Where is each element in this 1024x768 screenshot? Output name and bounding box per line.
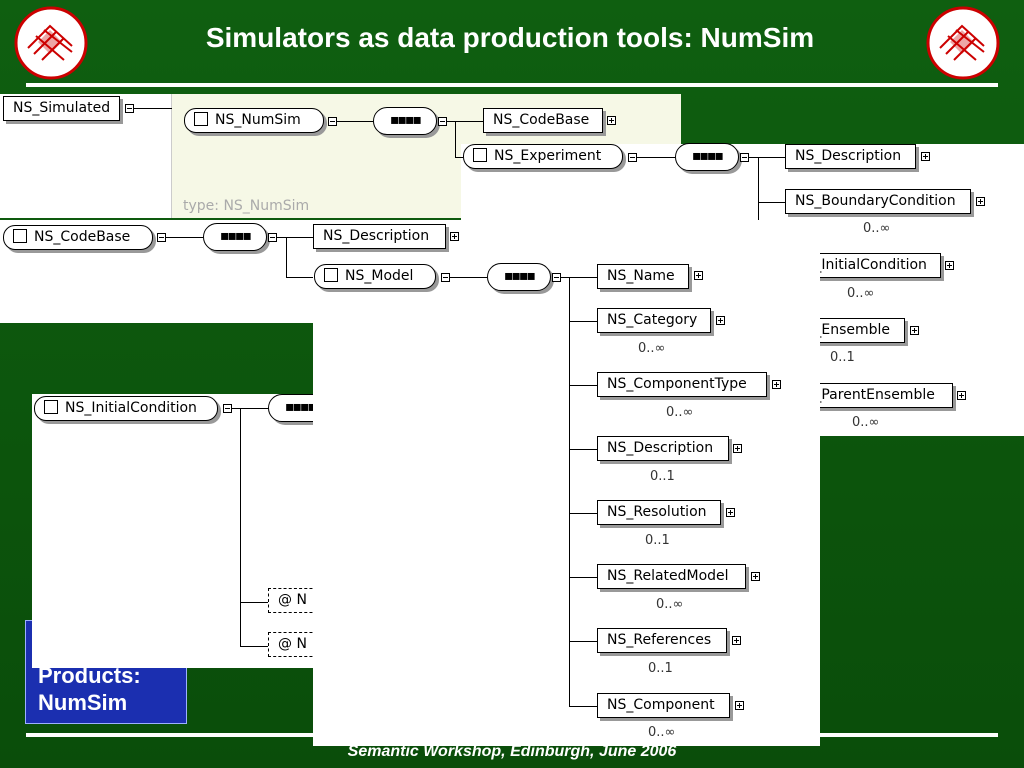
node-ns-codebase[interactable]: NS_CodeBase xyxy=(483,108,603,133)
cardinality: 0..1 xyxy=(648,661,673,676)
expand-icon[interactable] xyxy=(735,701,744,710)
checkbox-icon xyxy=(13,229,27,243)
collapse-icon[interactable] xyxy=(628,153,637,162)
expand-icon[interactable] xyxy=(732,636,741,645)
expand-icon[interactable] xyxy=(450,232,459,241)
type-label: type: NS_NumSim xyxy=(183,198,310,214)
ndg-logo-right xyxy=(926,6,1000,80)
checkbox-icon xyxy=(324,268,338,282)
collapse-icon[interactable] xyxy=(125,104,134,113)
footer-text: Semantic Workshop, Edinburgh, June 2006 xyxy=(347,743,677,760)
node-ns-initialcondition-root[interactable]: NS_InitialCondition xyxy=(34,396,218,421)
collapse-icon[interactable] xyxy=(223,404,232,413)
collapse-icon[interactable] xyxy=(268,233,277,242)
node-ns-category[interactable]: NS_Category xyxy=(597,308,711,333)
cardinality: 0..1 xyxy=(650,469,675,484)
node-ns-description[interactable]: NS_Description xyxy=(785,144,916,169)
expand-icon[interactable] xyxy=(751,572,760,581)
collapse-icon[interactable] xyxy=(552,273,561,282)
expand-icon[interactable] xyxy=(733,444,742,453)
node-ns-experiment[interactable]: NS_Experiment xyxy=(463,144,623,169)
page-title: Simulators as data production tools: Num… xyxy=(205,22,815,53)
checkbox-icon xyxy=(194,112,208,126)
collapse-icon[interactable] xyxy=(740,153,749,162)
node-ns-relatedmodel[interactable]: NS_RelatedModel xyxy=(597,564,746,589)
header-divider xyxy=(26,83,998,87)
cardinality: 0..∞ xyxy=(648,725,676,740)
expand-icon[interactable] xyxy=(716,316,725,325)
expand-icon[interactable] xyxy=(772,380,781,389)
expand-icon[interactable] xyxy=(910,326,919,335)
panel-ns-initialcondition: NS_InitialCondition @ N @ N xyxy=(32,394,332,668)
node-ns-component[interactable]: NS_Component xyxy=(597,693,730,718)
node-ns-resolution[interactable]: NS_Resolution xyxy=(597,500,721,525)
cardinality: 0..1 xyxy=(645,533,670,548)
expand-icon[interactable] xyxy=(921,152,930,161)
sequence-compositor-icon[interactable] xyxy=(203,223,267,251)
node-ns-simulated[interactable]: NS_Simulated xyxy=(3,96,120,121)
cardinality: 0..∞ xyxy=(656,597,684,612)
collapse-icon[interactable] xyxy=(441,273,450,282)
expand-icon[interactable] xyxy=(726,508,735,517)
ndg-logo-left xyxy=(14,6,88,80)
products-box-line2: NumSim xyxy=(38,690,128,715)
checkbox-icon xyxy=(473,148,487,162)
node-ns-references[interactable]: NS_References xyxy=(597,628,727,653)
cardinality: 0..∞ xyxy=(666,405,694,420)
checkbox-icon xyxy=(44,400,58,414)
cardinality: 0..∞ xyxy=(852,415,880,430)
sequence-compositor-icon[interactable] xyxy=(487,263,551,291)
node-ns-numsim[interactable]: NS_NumSim xyxy=(184,108,324,133)
node-ns-name[interactable]: NS_Name xyxy=(597,264,689,289)
collapse-icon[interactable] xyxy=(157,233,166,242)
node-ns-boundarycondition[interactable]: NS_BoundaryCondition xyxy=(785,189,971,214)
sequence-compositor-icon[interactable] xyxy=(373,107,437,135)
cardinality: 0..∞ xyxy=(847,286,875,301)
expand-icon[interactable] xyxy=(976,197,985,206)
expand-icon[interactable] xyxy=(607,116,616,125)
panel-ns-codebase: NS_CodeBase NS_Description NS_Model NS_N… xyxy=(0,220,820,746)
cardinality: 0..∞ xyxy=(638,341,666,356)
cardinality: 0..∞ xyxy=(863,221,891,236)
collapse-icon[interactable] xyxy=(438,117,447,126)
cardinality: 0..1 xyxy=(830,350,855,365)
node-ns-codebase-root[interactable]: NS_CodeBase xyxy=(3,225,153,250)
node-ns-description[interactable]: NS_Description xyxy=(313,224,446,249)
node-ns-model[interactable]: NS_Model xyxy=(314,264,436,289)
node-ns-componenttype[interactable]: NS_ComponentType xyxy=(597,372,767,397)
expand-icon[interactable] xyxy=(694,271,703,280)
sequence-compositor-icon[interactable] xyxy=(675,143,739,171)
collapse-icon[interactable] xyxy=(328,117,337,126)
expand-icon[interactable] xyxy=(945,261,954,270)
expand-icon[interactable] xyxy=(957,391,966,400)
node-ns-description-2[interactable]: NS_Description xyxy=(597,436,729,461)
